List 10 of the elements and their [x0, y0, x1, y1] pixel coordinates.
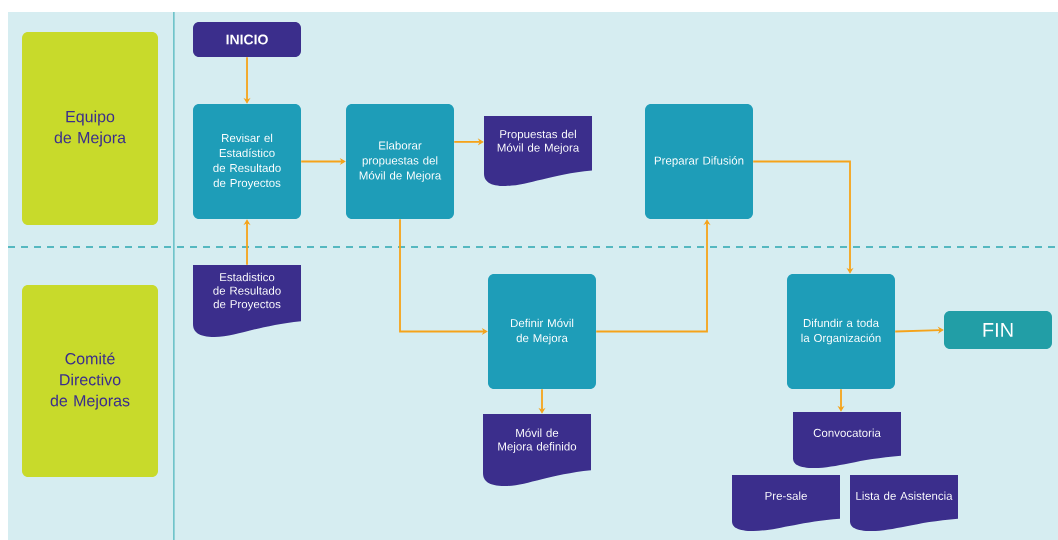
process-box: Elaborar propuestas del Móvil de Mejora	[346, 104, 454, 219]
lane-header: Equipo de Mejora	[22, 32, 158, 225]
process-box: Revisar el Estadístico de Resultado de Proyectos	[193, 104, 301, 219]
start-terminal: INICIO	[193, 22, 301, 57]
end-terminal: FIN	[944, 311, 1052, 349]
process-box: Definir Móvil de Mejora	[488, 274, 596, 389]
process-box: Preparar Difusión	[645, 104, 753, 219]
arrow	[752, 160, 854, 274]
process-box: Difundir a toda la Organización	[787, 274, 895, 389]
lane-header: Comité Directivo de Mejoras	[22, 285, 158, 477]
